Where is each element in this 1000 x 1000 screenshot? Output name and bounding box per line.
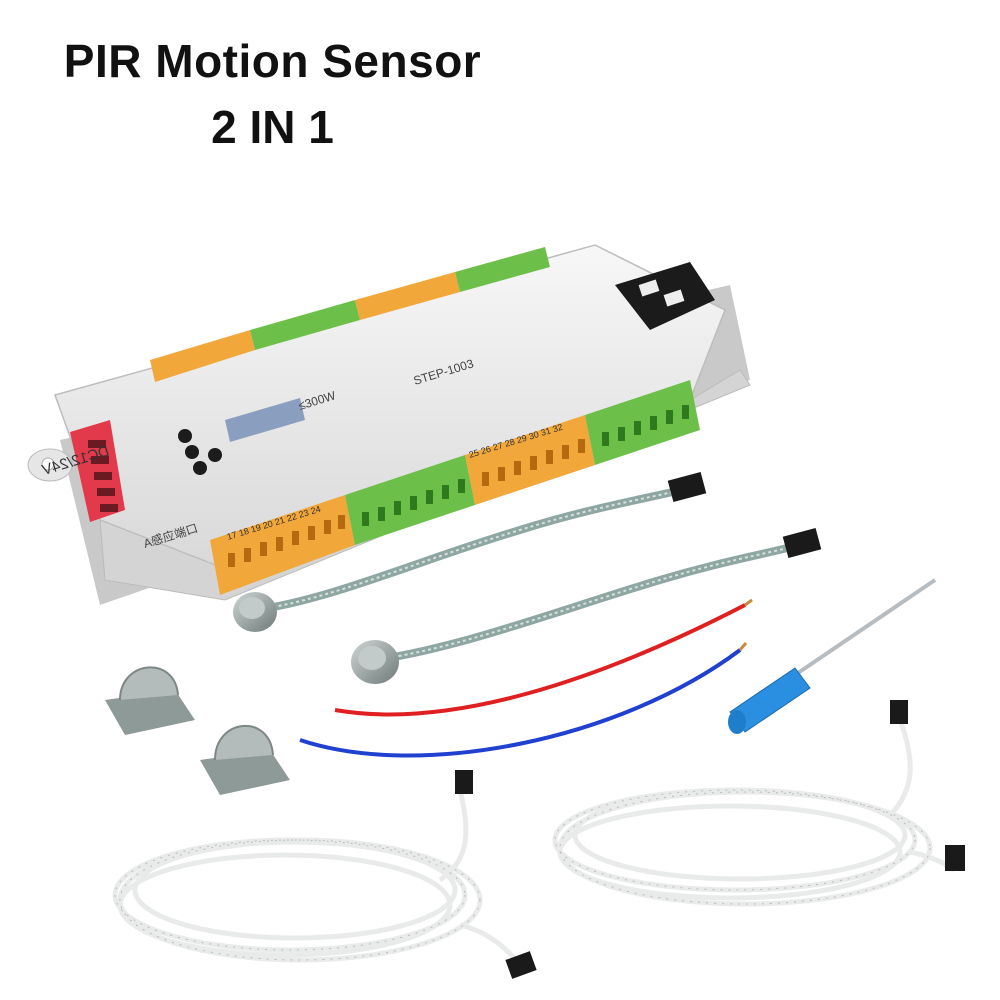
mounting-clip-1	[105, 666, 195, 735]
setting-button	[178, 429, 192, 443]
cable-2-connector-bottom	[945, 845, 965, 871]
pir-sensor-1	[233, 471, 707, 632]
ic-connector	[615, 262, 715, 330]
cable-1-connector-bottom	[505, 951, 537, 979]
display-window	[225, 398, 305, 442]
terminal-orange-front-2	[465, 415, 595, 505]
mode-button	[185, 445, 199, 459]
terminal-orange-front-1	[210, 495, 355, 595]
blue-wire	[299, 648, 742, 758]
reset-button	[208, 448, 222, 462]
mounting-clip-2	[200, 725, 290, 795]
terminal-orange-back-2	[355, 272, 460, 320]
terminal-orange-back-1	[150, 330, 255, 382]
product-title-line-2: 2 IN 1	[211, 101, 334, 153]
auto-button	[193, 461, 207, 475]
cable-1-connector-top	[455, 770, 473, 794]
terminal-green-front-1	[345, 455, 475, 545]
cable-2-connector-top	[890, 700, 908, 724]
coiled-cable-2	[552, 719, 957, 907]
terminal-green-back-1	[250, 300, 360, 350]
product-title-line-1: PIR Motion Sensor	[63, 35, 482, 87]
terminal-green-back-2	[455, 247, 550, 292]
pir-sensor-2	[351, 527, 822, 684]
led-stair-controller: DC12/24V ≤300W STEP-1003 A感应端口 17 18 19 …	[27, 244, 751, 605]
screwdriver	[728, 578, 937, 734]
terminal-green-front-2	[585, 380, 700, 465]
red-terminal-block	[70, 420, 125, 522]
red-wire	[334, 603, 746, 717]
coiled-cable-1	[112, 789, 522, 967]
